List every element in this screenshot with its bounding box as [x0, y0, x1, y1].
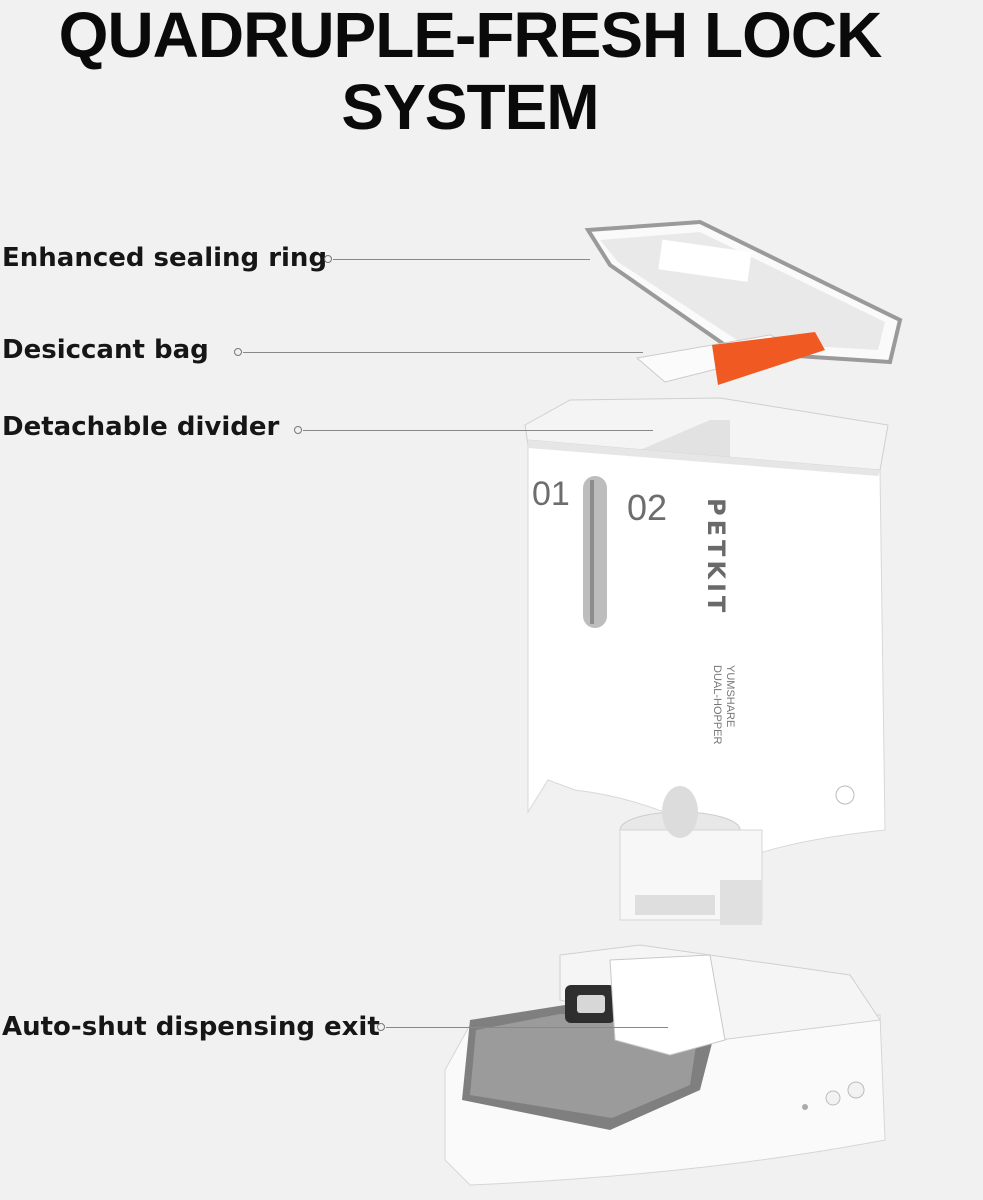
headline-line-1: QUADRUPLE-FRESH LOCK	[58, 0, 883, 71]
lid	[584, 219, 903, 365]
callout-dot-desiccant-bag	[234, 348, 242, 356]
model-line-1: YUMSHARE	[724, 665, 736, 727]
callout-line-sealing-ring	[333, 259, 590, 260]
callout-dot-sealing-ring	[324, 255, 332, 263]
headline-line-2: SYSTEM	[341, 71, 599, 143]
callout-dot-dispensing-exit	[377, 1023, 385, 1031]
callout-line-desiccant-bag	[243, 352, 643, 353]
dispensing-rotor	[619, 786, 763, 925]
base	[444, 944, 886, 1186]
callout-line-divider	[303, 430, 653, 431]
hopper: 01 02 PETKIT YUMSHARE DUAL-HOPPER	[524, 397, 889, 861]
callout-line-dispensing-exit	[386, 1027, 668, 1028]
desiccant-bag	[635, 332, 825, 385]
callout-label-dispensing-exit: Auto-shut dispensing exit	[2, 1012, 380, 1042]
compartment-1-label: 01	[532, 475, 570, 513]
callout-label-desiccant-bag: Desiccant bag	[2, 335, 209, 365]
callout-label-sealing-ring: Enhanced sealing ring	[2, 243, 328, 273]
model-line-2: DUAL-HOPPER	[711, 665, 723, 745]
callout-label-divider: Detachable divider	[2, 412, 280, 442]
brand-logo: PETKIT	[702, 498, 730, 616]
compartment-2-label: 02	[627, 487, 667, 528]
callout-dot-divider	[294, 426, 302, 434]
